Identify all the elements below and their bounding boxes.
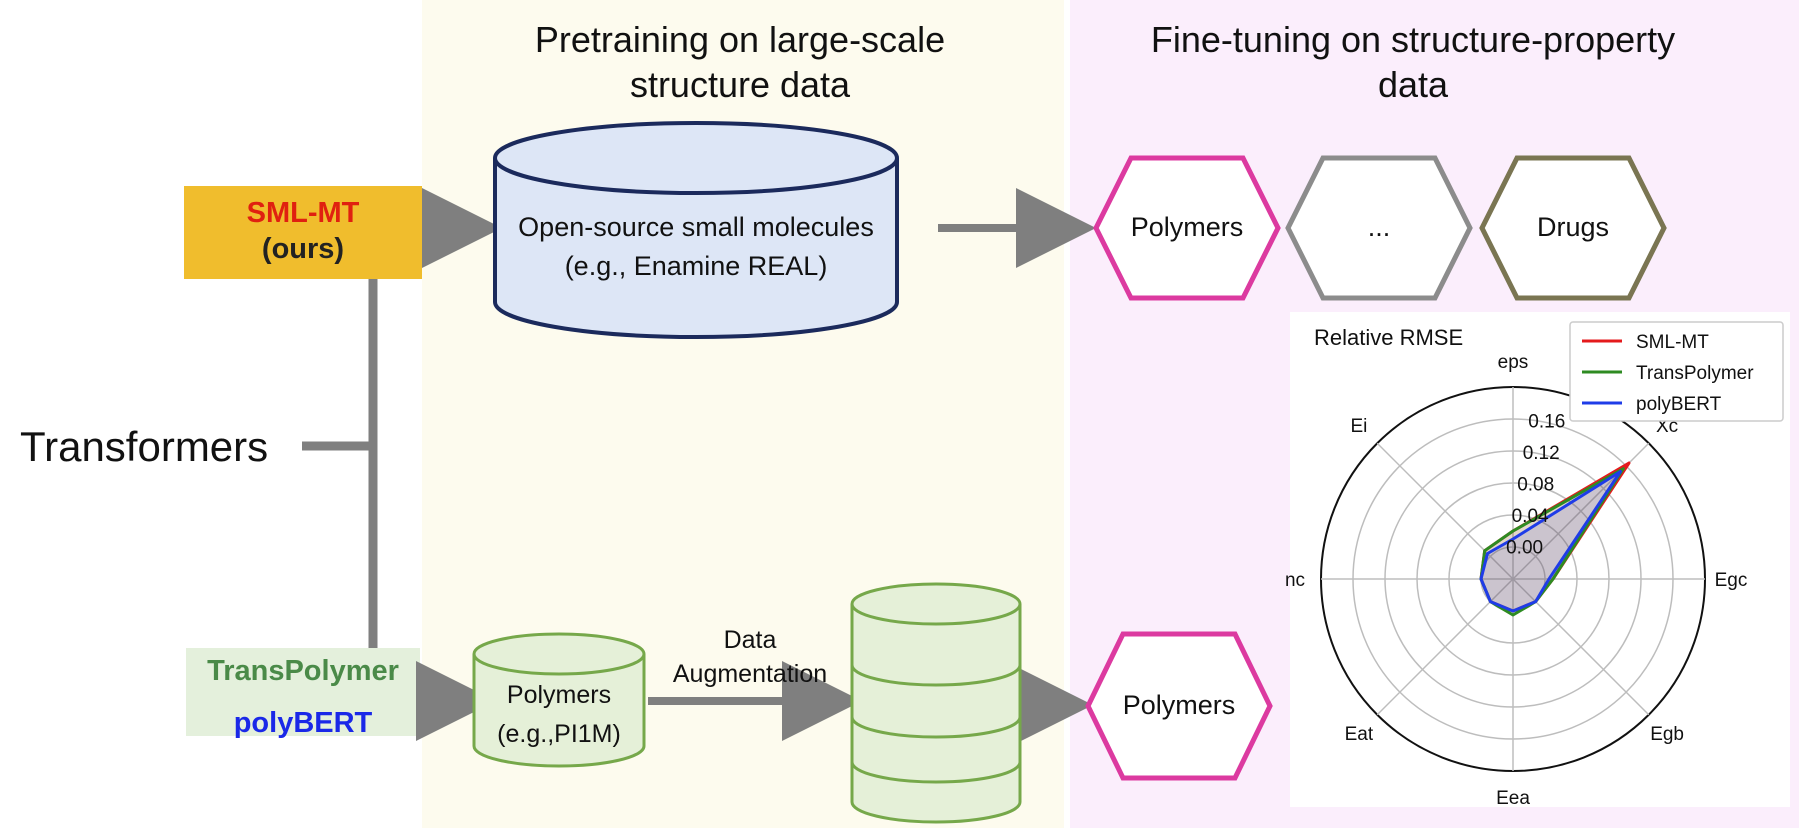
radar-axis-label: Egc — [1715, 570, 1748, 591]
pretraining-title-line-2: structure data — [630, 64, 851, 105]
legend-label-1: TransPolymer — [1636, 363, 1754, 384]
polymer-db-label-line-2: (e.g.,PI1M) — [497, 720, 621, 748]
small-molecule-database: Open-source small molecules (e.g., Enami… — [493, 121, 899, 339]
polymer-database: Polymers (e.g.,PI1M) — [472, 632, 646, 768]
radar-tick-label: 0.16 — [1528, 411, 1565, 432]
radar-axis-label: eps — [1498, 352, 1529, 373]
radar-tick-labels: 0.00 0.04 0.08 0.12 0.16 — [1506, 411, 1565, 558]
finetuning-title-line-2: data — [1378, 64, 1449, 105]
pretraining-title-line-1: Pretraining on large-scale — [535, 19, 945, 60]
database-label-line-1: Open-source small molecules — [518, 212, 874, 242]
legend-label-0: SML-MT — [1636, 332, 1709, 353]
hexagon-polymers-bottom: Polymers — [1085, 631, 1273, 781]
hexagon-ellipsis: ... — [1285, 155, 1473, 301]
database-label-line-2: (e.g., Enamine REAL) — [565, 251, 828, 281]
hexagon-drugs: Drugs — [1479, 155, 1667, 301]
hexagon-polymers-label: Polymers — [1131, 212, 1244, 242]
radar-tick-label: 0.12 — [1523, 443, 1560, 464]
sml-mt-name: SML-MT — [247, 197, 360, 229]
baseline-models-box — [186, 648, 420, 736]
transpolymer-label: TransPolymer — [207, 655, 399, 687]
augmentation-label-line-2: Augmentation — [673, 660, 827, 688]
radar-tick-label: 0.04 — [1512, 506, 1549, 527]
legend-label-2: polyBERT — [1636, 394, 1722, 415]
radar-axis-label: Egb — [1650, 724, 1684, 745]
radar-axis-label: nc — [1285, 570, 1305, 591]
sml-mt-box — [184, 186, 422, 279]
radar-band-0 — [1481, 463, 1629, 611]
polymer-db-label-line-1: Polymers — [507, 681, 611, 709]
radar-axis-label: Eea — [1496, 788, 1530, 809]
hexagon-drugs-label: Drugs — [1537, 212, 1609, 242]
hexagon-polymers: Polymers — [1093, 155, 1281, 301]
radar-band-2 — [1481, 471, 1621, 611]
augmented-data-stack — [850, 582, 1022, 824]
radar-series-line-2 — [1479, 470, 1622, 613]
radar-axis-label: Eat — [1345, 724, 1374, 745]
model-tree-connector — [302, 278, 378, 652]
augmentation-label-line-1: Data — [724, 626, 777, 654]
hexagon-ellipsis-label: ... — [1368, 212, 1391, 242]
radar-tick-label: 0.08 — [1517, 475, 1554, 496]
sml-mt-ours-tag: (ours) — [262, 233, 344, 265]
radar-axis-label: Ei — [1350, 416, 1367, 437]
polybert-label: polyBERT — [234, 707, 373, 739]
radar-legend: SML-MT TransPolymer polyBERT — [1569, 321, 1784, 422]
radar-band-1 — [1481, 468, 1624, 615]
radar-series — [1479, 461, 1631, 617]
flow-arrows — [416, 188, 1096, 745]
radar-chart-title: Relative RMSE — [1314, 325, 1463, 350]
legend-box — [1569, 321, 1784, 422]
radar-spoke — [1376, 442, 1514, 580]
radar-tick-label: 0.00 — [1506, 538, 1543, 559]
finetuning-title-line-1: Fine-tuning on structure-property — [1151, 19, 1675, 60]
transformers-label: Transformers — [20, 423, 268, 470]
hexagon-polymers-bottom-label: Polymers — [1123, 690, 1236, 720]
